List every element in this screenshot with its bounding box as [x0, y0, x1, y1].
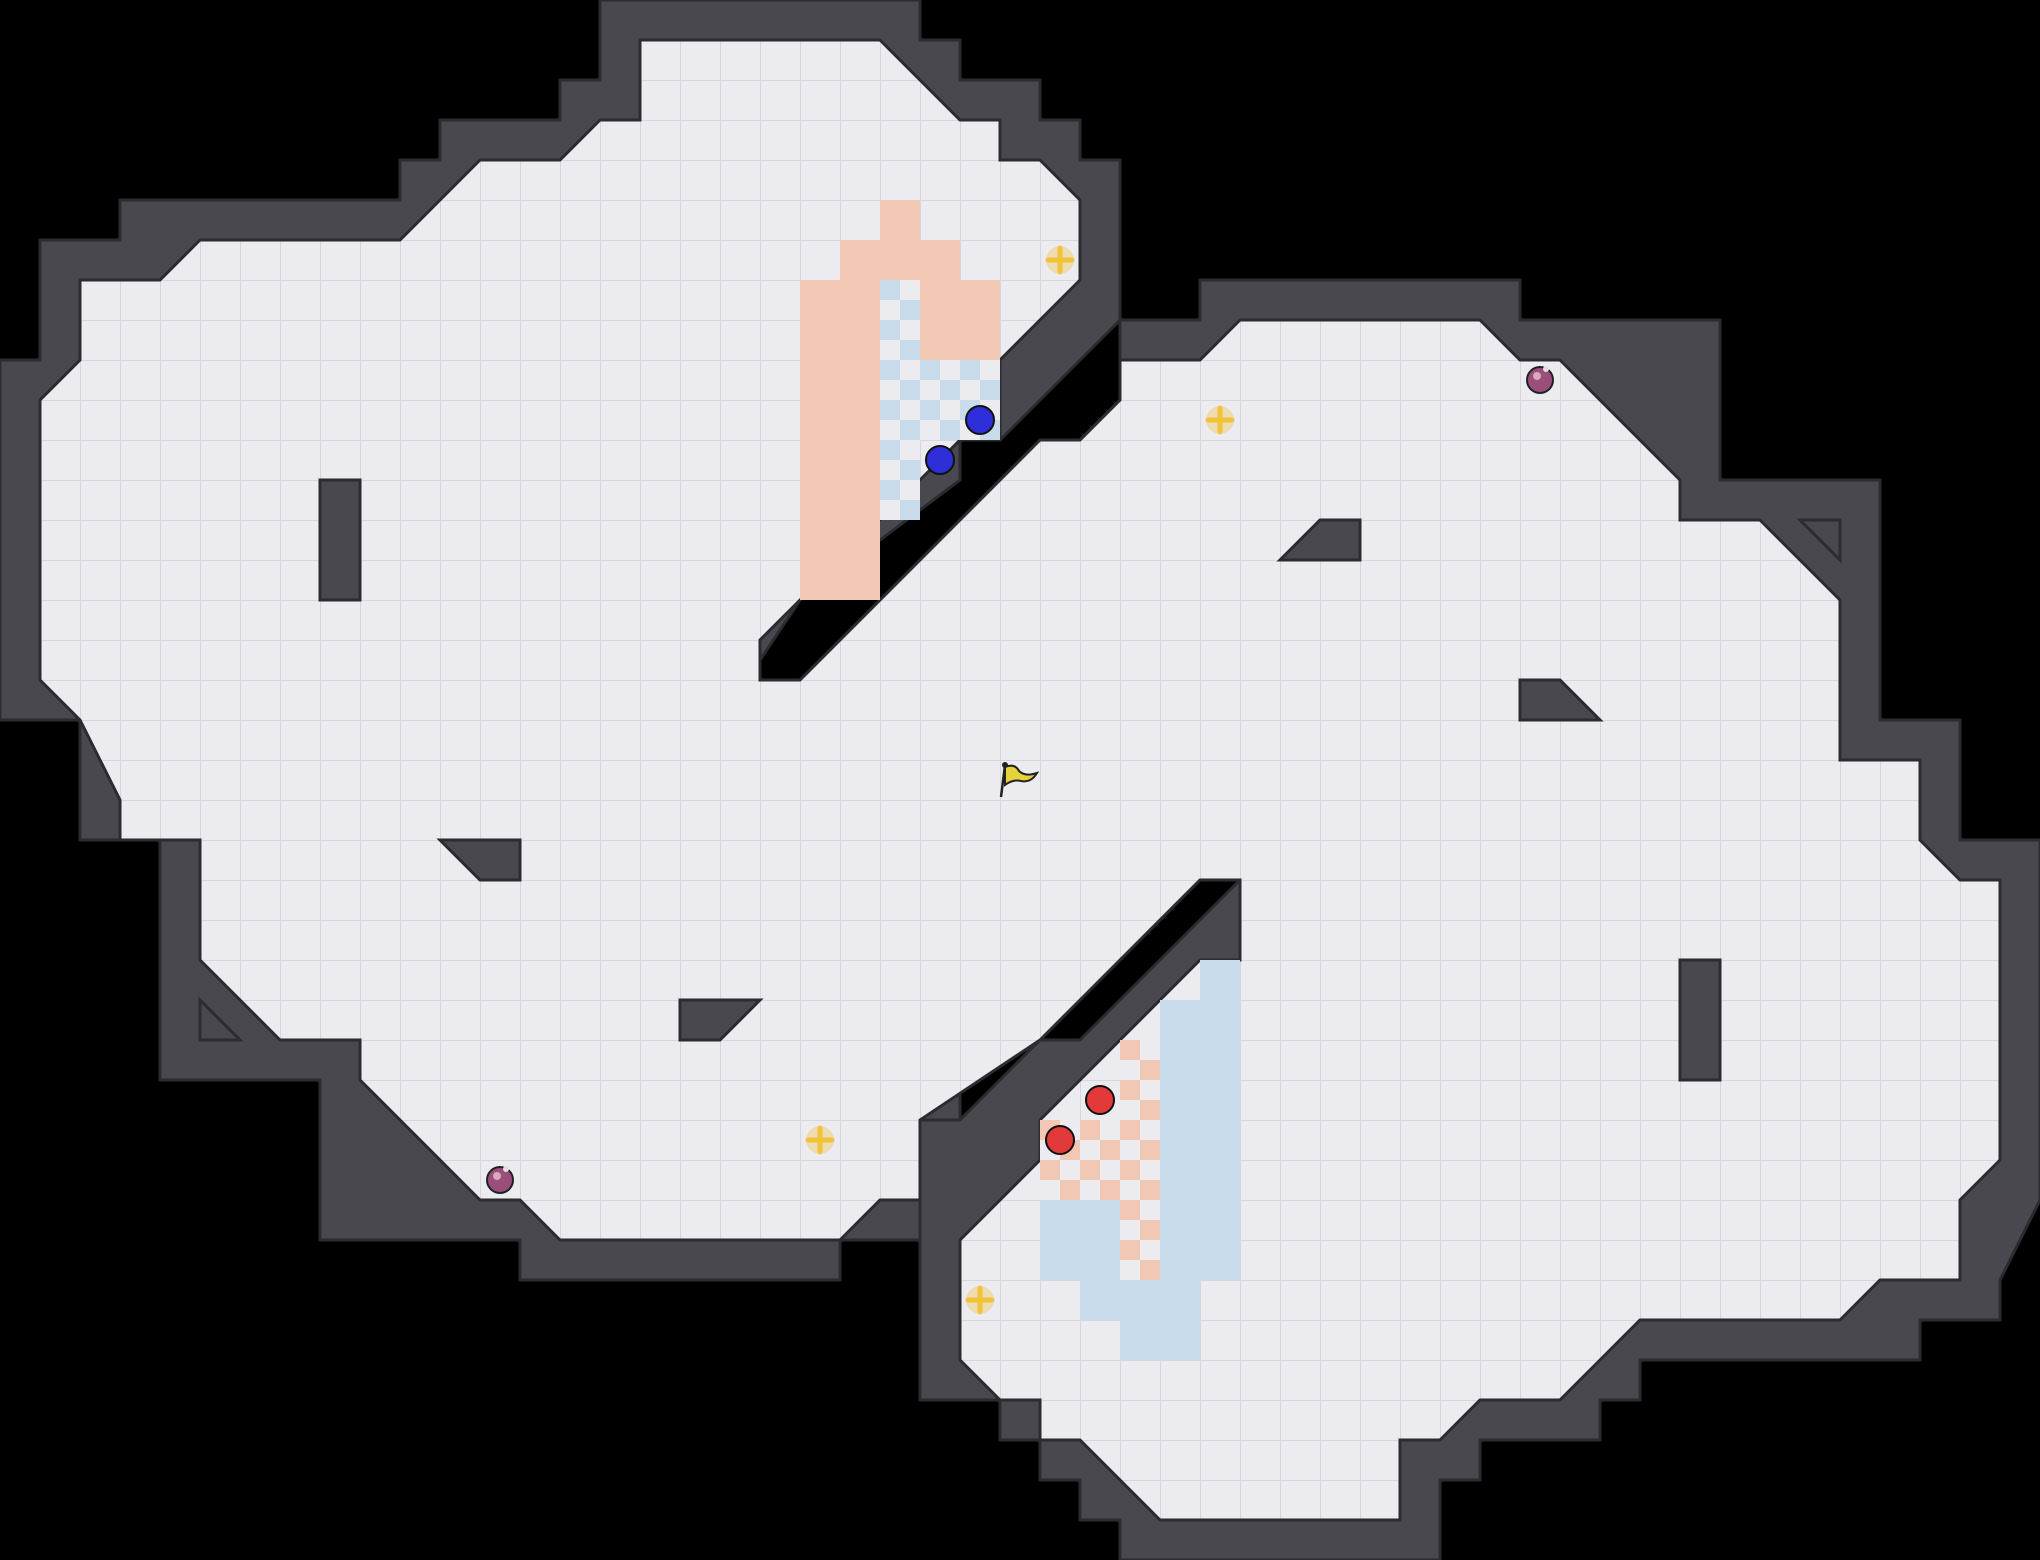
- bomb-icon: [486, 1166, 514, 1194]
- wall-wedge: [436, 838, 522, 882]
- wall-wedge: [1796, 518, 1842, 564]
- boost-icon: [1205, 405, 1235, 435]
- wall-wedge: [678, 998, 764, 1042]
- blue-zone: [1040, 960, 1240, 1360]
- wall-block: [1678, 958, 1722, 1082]
- red-player-ball: [1045, 1125, 1075, 1155]
- boost-icon: [1045, 245, 1075, 275]
- entities: [486, 245, 1554, 1315]
- blue-player-ball: [965, 405, 995, 435]
- boost-icon: [805, 1125, 835, 1155]
- boost-icon: [965, 1285, 995, 1315]
- blue-player-ball: [925, 445, 955, 475]
- red-zone: [800, 200, 1000, 600]
- flag-icon: [999, 762, 1040, 798]
- obstacles: [198, 478, 1842, 1082]
- wall-wedge: [1276, 518, 1362, 562]
- wall-wedge: [198, 996, 244, 1042]
- wall-wedge: [1518, 678, 1604, 722]
- bomb-icon: [1526, 366, 1554, 394]
- red-player-ball: [1085, 1085, 1115, 1115]
- wall-block: [318, 478, 362, 602]
